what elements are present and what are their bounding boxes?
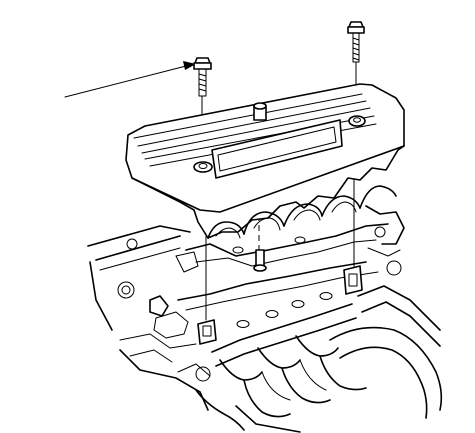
leader-arrow: [64, 61, 196, 98]
intake-manifold: [211, 303, 367, 433]
mount-center: [253, 249, 267, 272]
cover-bolt-right: [347, 21, 365, 63]
mount-right: [343, 265, 363, 295]
engine-assembly: [87, 205, 443, 433]
mount-left: [197, 319, 217, 345]
engine-cover: [125, 83, 405, 239]
cover-bolt-left: [193, 57, 212, 97]
